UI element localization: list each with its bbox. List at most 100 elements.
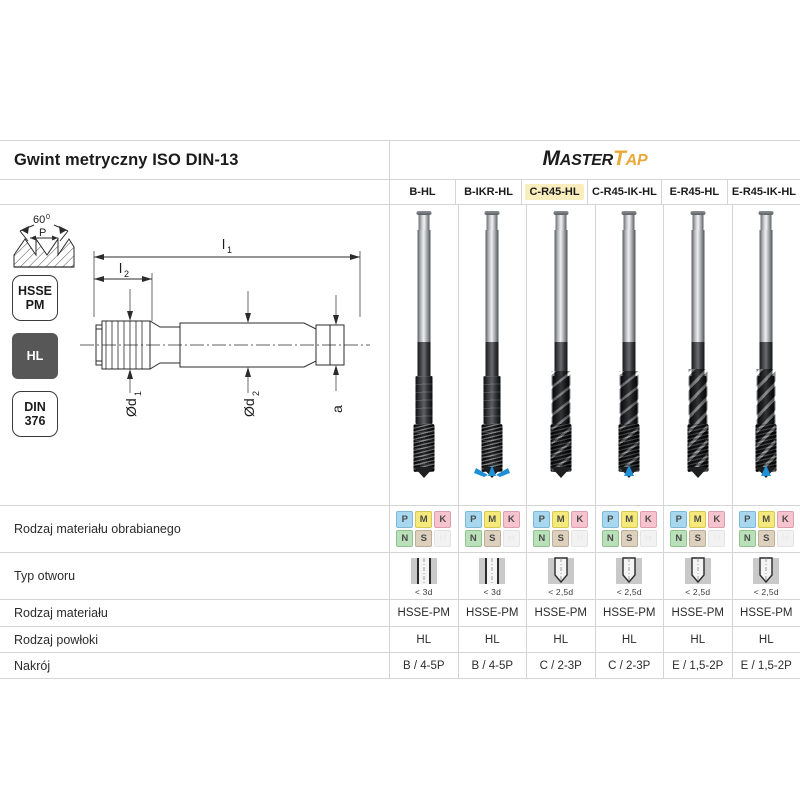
tap-photo	[675, 209, 721, 481]
material-iso-grid: P M K N S H	[396, 511, 452, 547]
material-groups-e-r45-ik-hl: P M K N S H	[733, 506, 800, 552]
blind-hole-icon	[547, 556, 574, 584]
material-box-m: M	[757, 511, 775, 528]
tap-body	[483, 376, 501, 424]
hole-type-c-r45-hl: < 2,5d	[527, 553, 596, 599]
product-image-b-ikr-hl	[459, 205, 527, 505]
material-box-p: P	[396, 511, 414, 528]
coating-c-r45-hl: HL	[527, 627, 596, 652]
material-box-k: K	[708, 511, 726, 528]
svg-text:Ød: Ød	[241, 398, 257, 417]
product-image-e-r45-ik-hl	[733, 205, 800, 505]
product-image-b-hl	[390, 205, 459, 505]
material-box-h-inactive: H	[639, 530, 657, 547]
tap-threads	[550, 424, 572, 472]
tap-body	[552, 376, 570, 424]
tap-neck	[417, 342, 431, 376]
row-label-coating: Rodzaj powłoki	[0, 627, 390, 652]
material-box-m: M	[483, 511, 501, 528]
material-box-m: M	[552, 511, 570, 528]
material-box-s: S	[757, 530, 775, 547]
tap-body	[757, 376, 775, 424]
logo-m: M	[542, 147, 561, 170]
material-box-m: M	[620, 511, 638, 528]
material-iso-grid: P M K N S H	[738, 511, 794, 547]
column-header-b-hl[interactable]: B-HL	[390, 180, 457, 204]
table-header-row: Gwint metryczny ISO DIN-13 MASTERTAP	[0, 141, 800, 180]
logo-ap: AP	[625, 152, 648, 169]
grade-c-r45-ik-hl: HSSE-PM	[596, 600, 664, 626]
svg-text:1: 1	[227, 245, 232, 255]
column-header-e-r45-ik-hl[interactable]: E-R45-IK-HL	[728, 180, 800, 204]
tap-threads	[618, 424, 640, 472]
lead-chamfer-row: Nakrój B / 4-5P B / 4-5P C / 2-3P C / 2-…	[0, 653, 800, 678]
badge-hsse-pm: HSSE PM	[12, 275, 58, 321]
material-groups-c-r45-hl: P M K N S H	[527, 506, 596, 552]
blind-hole-icon	[753, 556, 780, 584]
tap-photo	[538, 209, 584, 481]
material-box-k: K	[434, 511, 452, 528]
svg-text:1: 1	[133, 391, 143, 396]
tap-shank	[759, 230, 773, 342]
hole-type-b-ikr-hl: < 3d	[459, 553, 527, 599]
material-box-k: K	[639, 511, 657, 528]
material-box-n: N	[738, 530, 756, 547]
product-image-c-r45-hl	[527, 205, 596, 505]
badge-line-2: 376	[24, 414, 46, 428]
tap-body	[689, 376, 707, 424]
material-box-m: M	[689, 511, 707, 528]
logo-t: T	[613, 147, 626, 170]
material-box-p: P	[670, 511, 688, 528]
column-header-b-ikr-hl[interactable]: B-IKR-HL	[456, 180, 523, 204]
svg-text:a: a	[329, 405, 345, 413]
column-header-row: B-HL B-IKR-HL C-R45-HL C-R45-IK-HL E-R45…	[0, 180, 800, 205]
tap-photo	[743, 209, 789, 481]
row-label-grade: Rodzaj materiału	[0, 600, 390, 626]
tap-tip	[413, 467, 434, 478]
material-group-row: Rodzaj materiału obrabianego P M K N S H…	[0, 506, 800, 553]
material-iso-grid: P M K N S H	[464, 511, 520, 547]
product-image-row: 60 0 P HSSE	[0, 205, 800, 506]
tap-photo	[401, 209, 447, 481]
svg-text:2: 2	[124, 269, 129, 279]
through-hole-icon	[479, 557, 506, 584]
tap-square-drive	[484, 211, 500, 231]
material-box-n: N	[601, 530, 619, 547]
lead-c-r45-ik-hl: C / 2-3P	[596, 653, 664, 678]
hole-depth-label: < 2,5d	[616, 586, 642, 597]
material-box-h-inactive: H	[571, 530, 589, 547]
tap-tip	[550, 467, 571, 478]
tap-neck	[691, 342, 705, 376]
hole-depth-label: < 2,5d	[685, 586, 711, 597]
mastertap-logo: MASTERTAP	[390, 141, 800, 179]
tap-neck	[622, 342, 636, 376]
tap-photo	[469, 209, 515, 481]
column-header-c-r45-hl[interactable]: C-R45-HL	[522, 180, 589, 204]
column-label: E-R45-IK-HL	[731, 186, 797, 198]
tap-shank	[622, 230, 636, 342]
grade-e-r45-hl: HSSE-PM	[664, 600, 733, 626]
tap-square-drive	[553, 211, 569, 231]
material-groups-e-r45-hl: P M K N S H	[664, 506, 733, 552]
material-box-p: P	[601, 511, 619, 528]
technical-drawing-panel: 60 0 P HSSE	[0, 205, 390, 505]
svg-text:Ød: Ød	[123, 398, 139, 417]
row-label-lead: Nakrój	[0, 653, 390, 678]
material-iso-grid: P M K N S H	[670, 511, 726, 547]
material-box-p: P	[533, 511, 551, 528]
lead-b-ikr-hl: B / 4-5P	[459, 653, 527, 678]
material-box-s: S	[415, 530, 433, 547]
tap-threads	[413, 424, 435, 472]
material-box-n: N	[533, 530, 551, 547]
column-header-e-r45-hl[interactable]: E-R45-HL	[662, 180, 728, 204]
tap-threads	[755, 424, 777, 472]
column-label: E-R45-HL	[669, 186, 720, 198]
hole-type-b-hl: < 3d	[390, 553, 459, 599]
column-header-c-r45-ik-hl[interactable]: C-R45-IK-HL	[588, 180, 662, 204]
hole-type-row: Typ otworu < 3d	[0, 553, 800, 600]
column-label: B-HL	[409, 186, 436, 198]
through-hole-icon	[410, 557, 437, 584]
badge-line-2: PM	[25, 298, 45, 312]
grade-b-ikr-hl: HSSE-PM	[459, 600, 527, 626]
